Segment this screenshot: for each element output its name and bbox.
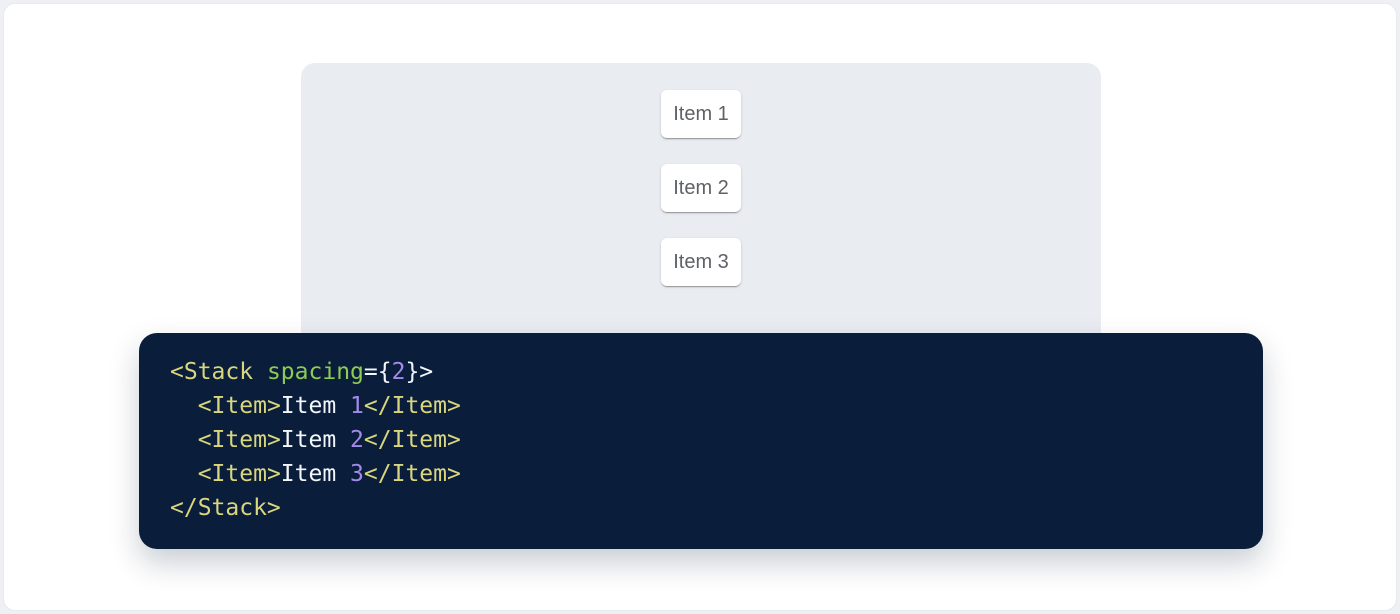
code-token: 1	[350, 393, 364, 419]
stack-item-label: Item 3	[673, 251, 729, 273]
code-token: spacing	[266, 359, 364, 385]
stack-item-card: Item 1	[661, 90, 741, 138]
code-token: </Item>	[363, 427, 461, 453]
page-card: Item 1 Item 2 Item 3 <Stack spacing={2}>…	[3, 3, 1397, 611]
stack-item-label: Item 1	[673, 103, 729, 125]
code-token: <Item>	[197, 427, 281, 453]
code-token: </Item>	[363, 393, 461, 419]
code-token: Item	[280, 461, 351, 487]
code-token: </Stack>	[170, 495, 281, 521]
code-line: <Item>Item 3</Item>	[170, 457, 1232, 491]
code-token: <Item>	[197, 461, 281, 487]
code-token: <Stack	[170, 359, 254, 385]
code-line: </Stack>	[170, 491, 1232, 525]
code-token: 2	[391, 359, 406, 385]
code-token: Item	[280, 427, 351, 453]
code-token	[170, 427, 198, 453]
stack-demo-panel: Item 1 Item 2 Item 3	[301, 63, 1101, 363]
code-token: <Item>	[197, 393, 281, 419]
code-token: Item	[280, 393, 351, 419]
code-line: <Item>Item 1</Item>	[170, 389, 1232, 423]
code-token: ={	[363, 359, 392, 385]
code-token: 3	[350, 461, 364, 487]
code-line: <Stack spacing={2}>	[170, 355, 1232, 389]
code-snippet: <Stack spacing={2}> <Item>Item 1</Item> …	[139, 333, 1263, 547]
code-line: <Item>Item 2</Item>	[170, 423, 1232, 457]
code-snippet-block: <Stack spacing={2}> <Item>Item 1</Item> …	[139, 333, 1263, 549]
code-token	[170, 393, 198, 419]
code-token	[170, 461, 198, 487]
code-token: </Item>	[363, 461, 461, 487]
code-token	[253, 359, 267, 385]
code-token: }>	[405, 359, 434, 385]
code-token: 2	[350, 427, 364, 453]
stack-item-card: Item 3	[661, 238, 741, 286]
stack-container: Item 1 Item 2 Item 3	[301, 63, 1101, 286]
stack-item-label: Item 2	[673, 177, 729, 199]
stack-item-card: Item 2	[661, 164, 741, 212]
